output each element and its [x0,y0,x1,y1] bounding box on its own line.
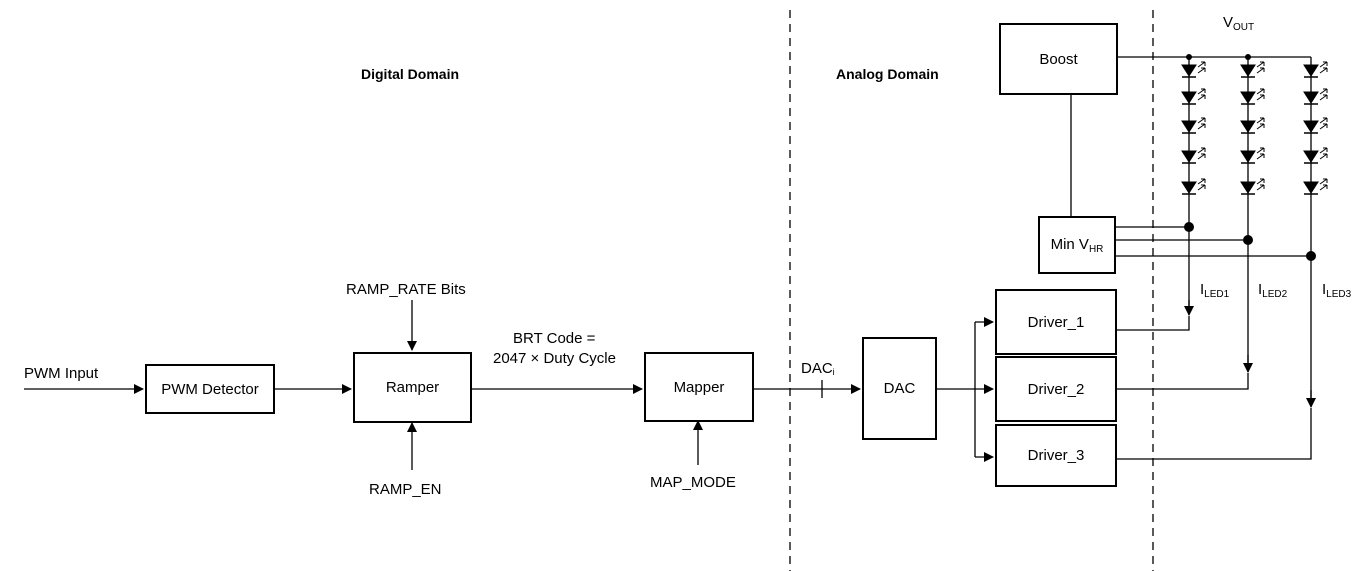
driver3-label: Driver_3 [1027,447,1085,464]
brt-code-label-line1: BRT Code = [513,330,596,347]
driver3-block: Driver_3 [995,424,1117,487]
driver1-label: Driver_1 [1027,313,1085,331]
dac-block: DAC [862,337,937,440]
dac-bus-label: DACi [801,360,835,377]
driver1-block: Driver_1 [995,289,1117,355]
ramper-block: Ramper [353,352,472,423]
digital-domain-label: Digital Domain [361,66,460,82]
junction-dot [1245,54,1251,60]
ramp-en-label: RAMP_EN [369,481,442,498]
junction-dot [1186,54,1192,60]
vout-label: VOUT [1223,14,1255,33]
driver2-block: Driver_2 [995,356,1117,422]
led-icons [1181,61,1328,195]
boost-label: Boost [1039,50,1078,68]
led-icon [1240,117,1265,134]
led-icon [1181,117,1206,134]
led-icon [1303,61,1328,78]
mapper-block: Mapper [644,352,754,422]
led-icon [1240,147,1265,164]
led-icon [1181,178,1206,195]
driver1-return [1117,316,1190,331]
junction-dot [1306,251,1316,261]
mapper-label: Mapper [673,378,725,396]
led-icon [1181,61,1206,78]
led-icon [1303,88,1328,105]
led-icon [1181,88,1206,105]
led-icon [1303,178,1328,195]
pwm-detector-block: PWM Detector [145,364,275,414]
driver2-label: Driver_2 [1027,380,1085,398]
dac-label: DAC [883,380,916,397]
junction-dot [1184,222,1194,232]
brt-code-label-line2: 2047 × Duty Cycle [493,350,616,367]
led-icon [1181,147,1206,164]
pwm-detector-label: PWM Detector [161,380,259,398]
iled1-label: ILED1 [1200,281,1230,300]
junction-dot [1243,235,1253,245]
iled3-label: ILED3 [1322,281,1352,300]
map-mode-label: MAP_MODE [650,474,736,491]
led-icon [1240,61,1265,78]
driver3-return [1117,408,1312,460]
led-icon [1303,117,1328,134]
boost-block: Boost [999,23,1118,95]
analog-domain-label: Analog Domain [836,66,939,82]
led-icon [1240,178,1265,195]
pwm-input-label: PWM Input [24,365,99,382]
iled2-label: ILED2 [1258,281,1288,300]
ramper-label: Ramper [385,379,440,396]
led-icon [1240,88,1265,105]
min-vhr-block: Min VHR [1038,216,1116,274]
ramp-rate-label: RAMP_RATE Bits [346,281,466,298]
driver2-return [1117,373,1249,390]
led-icon [1303,147,1328,164]
min-vhr-label: Min VHR [1050,235,1104,255]
